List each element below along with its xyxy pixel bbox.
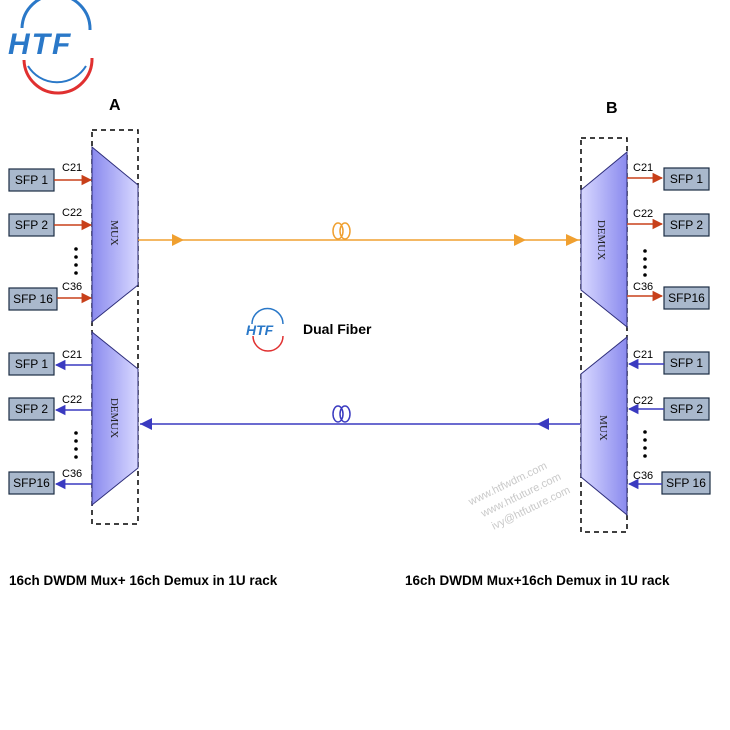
a_rx-1-sfp-text: SFP 2 bbox=[15, 402, 48, 416]
a-rx-sfp-16: SFP16 C36 bbox=[8, 468, 92, 495]
a_rx-2-sfp-text: SFP16 bbox=[13, 476, 50, 490]
b_rx-1-ch-text: C22 bbox=[633, 208, 653, 220]
b-tx-ellipsis bbox=[643, 430, 647, 458]
a_rx-0-ch-text: C21 bbox=[62, 349, 82, 361]
fiber-coil-icon bbox=[332, 222, 351, 240]
logo-text: HTF bbox=[8, 28, 72, 61]
site-a-rack-outline bbox=[91, 129, 139, 525]
site-a-demux: DEMUX bbox=[91, 330, 139, 507]
b-rx-ellipsis bbox=[643, 249, 647, 277]
dual-fiber-title: Dual Fiber bbox=[303, 321, 372, 337]
a-rx-ellipsis bbox=[74, 431, 78, 459]
a-tx-sfp-2: SFP 2 C22 bbox=[8, 207, 93, 237]
b_tx-0-sfp-text: SFP 1 bbox=[670, 356, 703, 370]
b_rx-0-ch-text: C21 bbox=[633, 162, 653, 174]
b_tx-2-sfp-text: SFP 16 bbox=[666, 476, 706, 490]
b_tx-1-ch-text: C22 bbox=[633, 395, 653, 407]
b-rx-sfp-1: SFP 1 C21 bbox=[627, 162, 710, 191]
center-logo-text: HTF bbox=[246, 322, 274, 338]
b-tx-sfp-16: SFP 16 C36 bbox=[627, 470, 711, 495]
a-tx-ellipsis bbox=[74, 247, 78, 275]
b_rx-0-sfp-text: SFP 1 bbox=[670, 172, 703, 186]
rx-fiber-b-to-a bbox=[140, 405, 580, 430]
site-a-mux-label: MUX bbox=[108, 220, 120, 246]
b_tx-2-ch-text: C36 bbox=[633, 470, 653, 482]
b-rx-sfp-16: SFP16 C36 bbox=[627, 281, 710, 310]
site-b-mux: MUX bbox=[580, 335, 628, 517]
a-rx-sfp-1: SFP 1 C21 bbox=[8, 349, 92, 376]
a_tx-1-sfp-text: SFP 2 bbox=[15, 218, 48, 232]
watermark: www.htfwdm.com www.htfuture.com ivy@htfu… bbox=[466, 460, 572, 533]
a-tx-sfp-1: SFP 1 C21 bbox=[8, 162, 93, 192]
a_tx-2-sfp-text: SFP 16 bbox=[13, 292, 53, 306]
site-b-demux: DEMUX bbox=[580, 150, 628, 329]
b-tx-sfp-1: SFP 1 C21 bbox=[627, 349, 710, 375]
site-a-mux: MUX bbox=[91, 145, 139, 324]
a_tx-1-ch-text: C22 bbox=[62, 207, 82, 219]
b_tx-0-ch-text: C21 bbox=[633, 349, 653, 361]
a_rx-0-sfp-text: SFP 1 bbox=[15, 357, 48, 371]
a_tx-0-ch-text: C21 bbox=[62, 162, 82, 174]
b-rx-sfp-2: SFP 2 C22 bbox=[627, 208, 710, 237]
tx-fiber-a-to-b bbox=[138, 222, 580, 246]
htf-logo: HTF bbox=[8, 0, 94, 95]
site-b-label: B bbox=[606, 100, 618, 117]
b_rx-2-sfp-text: SFP16 bbox=[668, 291, 705, 305]
site-a-label: A bbox=[109, 97, 121, 114]
site-b-caption: 16ch DWDM Mux+16ch Demux in 1U rack bbox=[405, 573, 670, 588]
a_rx-1-ch-text: C22 bbox=[62, 394, 82, 406]
a_rx-2-ch-text: C36 bbox=[62, 468, 82, 480]
site-a-caption: 16ch DWDM Mux+ 16ch Demux in 1U rack bbox=[9, 573, 278, 588]
a_tx-0-sfp-text: SFP 1 bbox=[15, 173, 48, 187]
b_rx-2-ch-text: C36 bbox=[633, 281, 653, 293]
fiber-coil-icon bbox=[332, 405, 351, 423]
site-a-demux-label: DEMUX bbox=[108, 398, 120, 438]
b_tx-1-sfp-text: SFP 2 bbox=[670, 402, 703, 416]
site-b-demux-label: DEMUX bbox=[595, 220, 607, 260]
a-rx-sfp-2: SFP 2 C22 bbox=[8, 394, 92, 421]
a-tx-sfp-16: SFP 16 C36 bbox=[8, 281, 93, 311]
b_rx-1-sfp-text: SFP 2 bbox=[670, 218, 703, 232]
site-b-mux-label: MUX bbox=[597, 415, 609, 441]
center-htf-logo: HTF bbox=[246, 307, 284, 352]
site-b-rack-outline bbox=[580, 137, 628, 533]
b-tx-sfp-2: SFP 2 C22 bbox=[627, 395, 710, 421]
a_tx-2-ch-text: C36 bbox=[62, 281, 82, 293]
